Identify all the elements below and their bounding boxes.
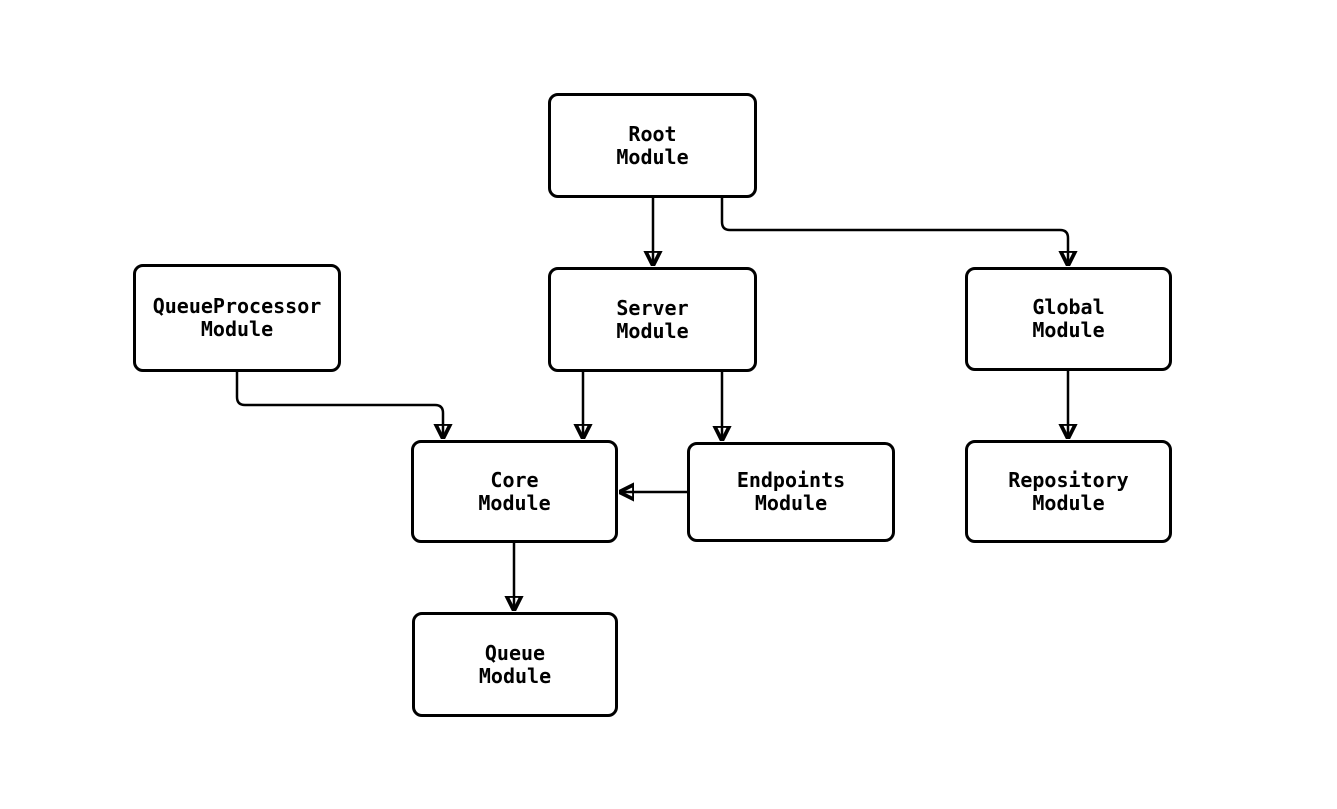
edge-queueprocessor-to-core [235,372,443,439]
node-root-module: Root Module [548,93,757,198]
node-repository-module: Repository Module [965,440,1172,543]
node-server-module: Server Module [548,267,757,372]
node-core-module: Core Module [411,440,618,543]
node-global-module: Global Module [965,267,1172,371]
node-queueprocessor-module: QueueProcessor Module [133,264,341,372]
node-queue-module: Queue Module [412,612,618,717]
edge-root-to-global [720,198,1068,266]
node-endpoints-module: Endpoints Module [687,442,895,542]
